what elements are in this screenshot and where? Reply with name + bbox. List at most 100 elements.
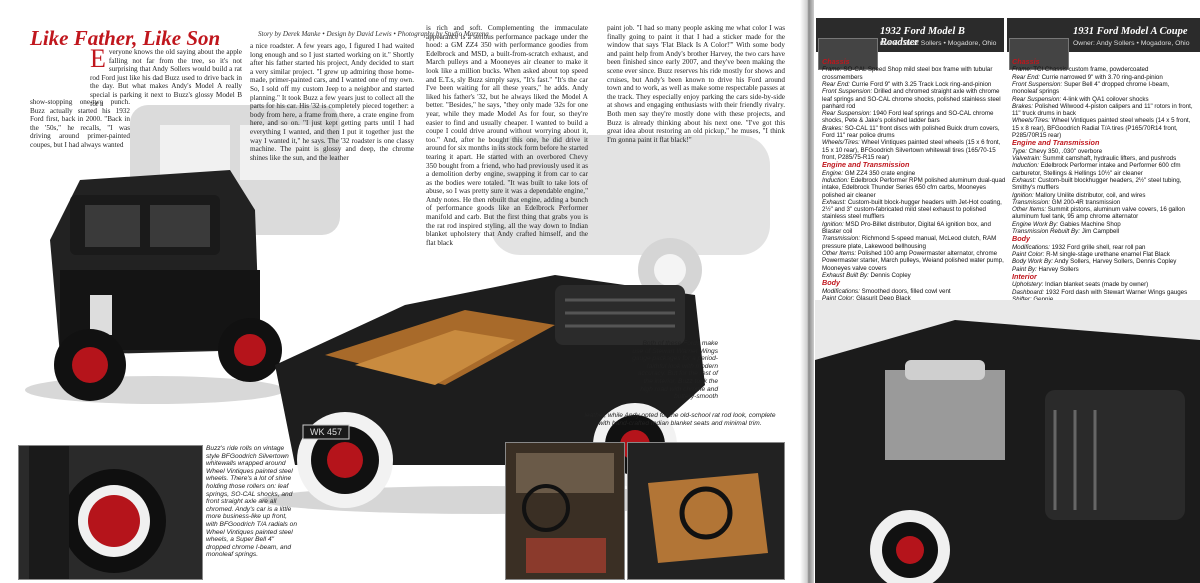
spec-item: Upholstery: Indian blanket seats (made b… <box>1012 281 1196 288</box>
spec-item-text: Andy Sollers, Harvey Sollers, Dennis Cop… <box>1054 258 1177 266</box>
spec-item-text: 1932 Ford dash with Stewart Warner Wings… <box>1045 288 1188 296</box>
model-a-coupe-photo <box>25 170 285 404</box>
spec-item: Front Suspension: Drilled and chromed st… <box>822 88 1008 110</box>
spec-item-label: Modifications: <box>822 287 860 295</box>
spec-item-text: Currie Ford 9" with 3.25 Track Lock ring… <box>851 81 992 88</box>
spec-item-label: Ignition: <box>822 220 844 228</box>
spec-item-text: Dennis Copley <box>870 271 911 279</box>
spec-item: Engine Work By: Gabies Machine Shop <box>1012 221 1196 228</box>
spec-section-heading: Body <box>1012 234 1030 244</box>
roadster-spec-title: 1932 Ford Model B Roadster <box>880 26 965 48</box>
spec-item-text: 1932 Ford grille shell, rear roll pan <box>1051 243 1146 251</box>
spec-item-text: Chevy 350, .030" overbore <box>1028 147 1103 155</box>
spec-item-text: SO-CAL 11" front discs with polished Bui… <box>822 124 1000 140</box>
coupe-spec-header: 1931 Ford Model A Coupe Owner: Andy Soll… <box>1007 18 1200 70</box>
spec-item-text: Smoothed doors, filled cowl vent <box>861 287 951 295</box>
spec-item-text: Indian blanket seats (made by owner) <box>1045 281 1149 289</box>
spec-section-heading: Engine and Transmission <box>822 160 910 170</box>
roadster-thumbnail <box>818 38 878 70</box>
spec-item-label: Rear Suspension: <box>822 110 872 118</box>
article-column-3: is rich and soft. Complementing the imma… <box>426 24 588 247</box>
spec-item: Brakes: Polished Wilwood 4-piston calipe… <box>1012 103 1196 118</box>
spec-item-label: Exhaust: <box>1012 176 1037 184</box>
spec-item-text: Glasurit Deep Black <box>856 294 911 302</box>
spec-item-label: Upholstery: <box>1012 281 1044 289</box>
article-column-2: a nice roadster. A few years ago, I figu… <box>250 42 414 162</box>
page-gutter <box>800 0 816 583</box>
spec-item: Type: Chevy 350, .030" overbore <box>1012 148 1196 155</box>
spec-item-label: Wheels/Tires: <box>822 139 860 147</box>
license-plate: WK 457 <box>310 427 342 437</box>
spec-item-label: Rear End: <box>1012 73 1040 81</box>
spec-item: Wheels/Tires: Wheel Vintiques painted st… <box>822 139 1008 161</box>
spec-item-text: Drilled and chromed straight axle with c… <box>822 88 1001 110</box>
spec-item-label: Exhaust Built By: <box>822 271 869 279</box>
spec-item: Frame: SO-CAL Speed Shop mild steel box … <box>822 66 1008 81</box>
spec-item: Valvetrain: Summit camshaft, hydraulic l… <box>1012 155 1196 162</box>
spec-item-text: 4-link with QA1 coilover shocks <box>1062 95 1149 103</box>
spec-item-text: SO-CAL Speed Shop mild steel box frame w… <box>822 66 993 81</box>
spec-item-label: Exhaust: <box>822 198 847 206</box>
spec-item: Modifications: 1932 Ford grille shell, r… <box>1012 244 1196 251</box>
spec-item-text: 1940 Ford leaf springs and SO-CAL chrome… <box>822 110 994 125</box>
wheels-caption: Buzz's ride rolls on vintage style BFGoo… <box>206 445 298 559</box>
spec-section-heading: Engine and Transmission <box>1012 138 1100 148</box>
spec-item-label: Front Suspension: <box>1012 81 1063 88</box>
spec-item-label: Type: <box>1012 147 1028 155</box>
spec-item: Engine: GM ZZ4 350 crate engine <box>822 170 1008 177</box>
spec-item: Shifter: Gennie <box>1012 296 1196 303</box>
article-column-1: E veryone knows the old saying about the… <box>90 46 242 108</box>
spec-item: Transmission: GM 200-4R transmission <box>1012 199 1196 206</box>
roadster-interior-photo <box>627 442 785 580</box>
spec-item: Rear Suspension: 1940 Ford leaf springs … <box>822 110 1008 125</box>
spec-item-label: Paint Color: <box>822 294 855 302</box>
spec-item-text: Wheel Vintiques painted steel wheels (14… <box>1012 117 1191 140</box>
spec-item-label: Induction: <box>822 176 849 184</box>
spec-item-text: Harvey Sollers <box>1038 265 1079 273</box>
spec-section-heading: Chassis <box>822 57 850 66</box>
spec-item-text: Custom-built blockhugger headers, 2½" st… <box>1012 176 1182 192</box>
interior-caption-part-1: Both of these Fords make use of Stewart … <box>632 340 718 401</box>
spec-item: Wheels/Tires: Wheel Vintiques painted st… <box>1012 117 1196 139</box>
coupe-spec-title: 1931 Ford Model A Coupe <box>1073 26 1188 37</box>
column-1-text: veryone knows the old saying about the a… <box>90 48 242 108</box>
spec-item-label: Other Items: <box>1012 206 1047 214</box>
spec-item: Brakes: SO-CAL 11" front discs with poli… <box>822 125 1008 140</box>
spec-item-label: Frame: <box>1012 66 1032 74</box>
spec-item: Paint Color: R-M single-stage urethane e… <box>1012 251 1196 258</box>
spec-item-label: Front Suspension: <box>822 88 873 96</box>
article-headline: Like Father, Like Son <box>30 26 221 50</box>
spec-item-label: Paint By: <box>1012 265 1037 273</box>
spec-item-text: GM ZZ4 350 crate engine <box>844 169 916 177</box>
spec-item: Ignition: MSD Pro-Billet distributor, Di… <box>822 221 1008 236</box>
spec-item-label: Paint Color: <box>1012 251 1045 259</box>
spec-item: Rear End: Currie narrowed 9" with 3.70 r… <box>1012 74 1196 81</box>
spec-item-text: Edelbrock Performer RPM polished aluminu… <box>822 176 1006 199</box>
spec-item-text: Super Bell 4" dropped chrome I-beam, mon… <box>1012 81 1170 96</box>
spec-section-heading: Body <box>822 278 840 288</box>
spec-item-text: Jim Campbell <box>1081 228 1120 236</box>
spec-item-label: Transmission: <box>822 235 861 243</box>
spec-item-label: Wheels/Tires: <box>1012 117 1050 125</box>
spec-item: Dashboard: 1932 Ford dash with Stewart W… <box>1012 289 1196 296</box>
spec-item: Front Suspension: Super Bell 4" dropped … <box>1012 81 1196 96</box>
spec-item: Frame: TCI Chassis custom frame, powderc… <box>1012 66 1196 73</box>
spec-item-text: Custom-built block-hugger headers with J… <box>822 198 1002 221</box>
coupe-interior-photo <box>505 442 625 580</box>
spec-item-label: Brakes: <box>1012 102 1033 110</box>
spec-item-label: Modifications: <box>1012 243 1050 251</box>
article-credits: Story by Derek Manke • Design by David L… <box>258 30 489 38</box>
article-column-1-lower: show-stopping one-two punch. Buzz actual… <box>30 98 130 149</box>
spec-item-text: GM 200-4R transmission <box>1051 198 1121 206</box>
spec-item-label: Ignition: <box>1012 191 1034 199</box>
spec-item-label: Brakes: <box>822 124 843 132</box>
spec-item-text: Edelbrock Performer intake and Performer… <box>1012 162 1181 177</box>
spec-item-label: Dashboard: <box>1012 288 1044 296</box>
spec-item: Rear Suspension: 4-link with QA1 coilove… <box>1012 96 1196 103</box>
spec-item-text: MSD Pro-Billet distributor, Digital 6A i… <box>822 220 991 236</box>
spec-item: Paint Color: Glasurit Deep Black <box>822 295 1008 302</box>
spec-item-text: Mallory Unilite distributor, coil, and w… <box>1035 191 1146 199</box>
spec-item-text: Wheel Vintiques painted steel wheels (15… <box>822 139 1001 161</box>
spec-item: Rear End: Currie Ford 9" with 3.25 Track… <box>822 81 1008 88</box>
